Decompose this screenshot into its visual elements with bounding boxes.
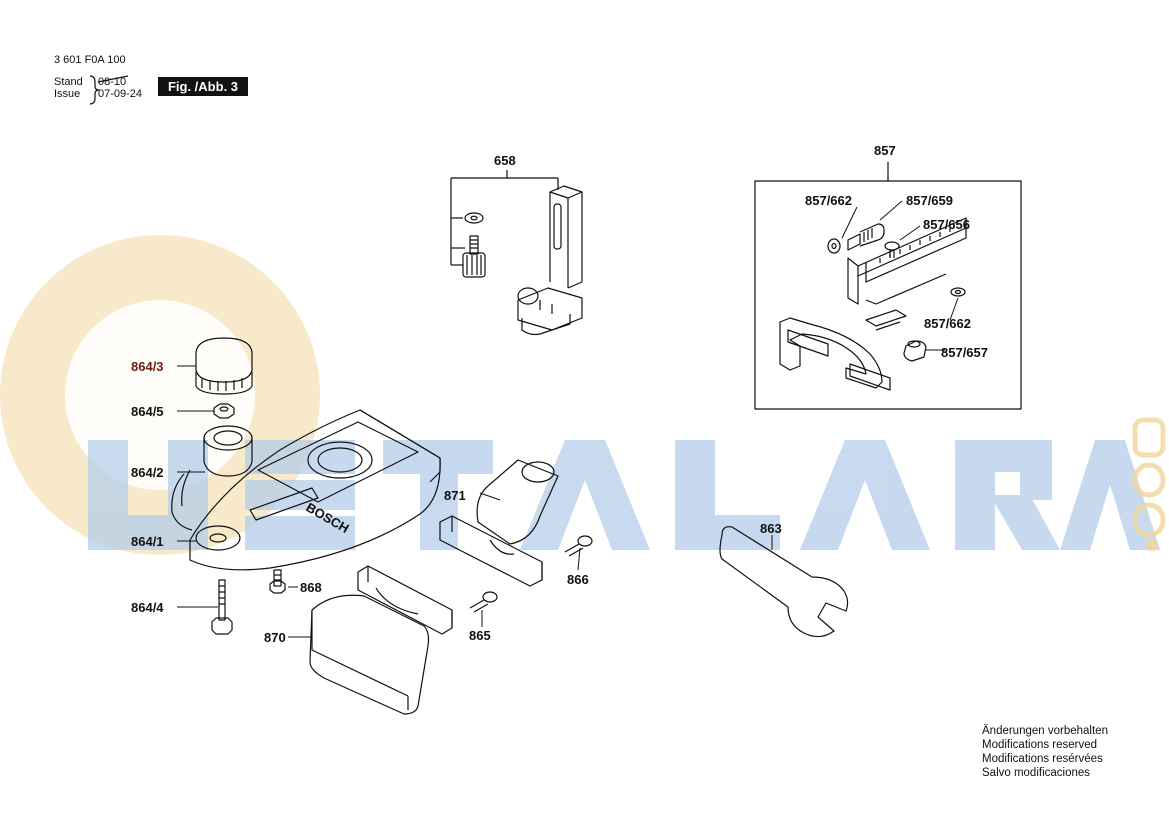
leader-lines	[177, 200, 959, 638]
part-658-bracket	[450, 170, 559, 266]
part-863-wrench	[719, 526, 849, 638]
part-label-864-4: 864/4	[131, 600, 164, 615]
part-866-screw	[564, 535, 593, 557]
part-857-angle-guide	[847, 217, 967, 305]
part-label-870: 870	[264, 630, 286, 645]
watermark-text-shape	[88, 440, 1160, 550]
part-868-screw	[269, 569, 286, 594]
part-label-857-662-a: 857/662	[805, 193, 852, 208]
part-label-863: 863	[760, 521, 782, 536]
part-864-2-collar	[171, 425, 253, 531]
part-label-864-5: 864/5	[131, 404, 164, 419]
figure-label: Fig. /Abb. 3	[158, 77, 248, 96]
part-864-4-bolt	[211, 579, 233, 635]
part-label-864-2: 864/2	[131, 465, 164, 480]
part-label-857-656: 857/656	[923, 217, 970, 232]
part-label-868: 868	[300, 580, 322, 595]
part-864-1-base-plate	[189, 409, 441, 571]
issue-value: 07-09-24	[98, 88, 143, 100]
part-864-5-nut	[213, 403, 235, 419]
part-857-pin	[884, 241, 900, 258]
part-658-washer	[464, 212, 484, 224]
part-label-857-657: 857/657	[941, 345, 988, 360]
part-658-guide	[517, 185, 583, 336]
strikethrough-line	[97, 75, 129, 83]
part-857-clamp	[903, 340, 927, 362]
part-865-screw	[469, 591, 498, 613]
part-658-screw	[462, 235, 486, 278]
part-label-865: 865	[469, 628, 491, 643]
note-spanish: Salvo modificaciones	[982, 767, 1091, 779]
part-label-871: 871	[444, 488, 466, 503]
note-german: Änderungen vorbehalten	[982, 725, 1108, 737]
watermark-dotcom	[1132, 417, 1166, 551]
part-857-base-plate	[779, 309, 907, 391]
part-label-864-3: 864/3	[131, 359, 164, 374]
part-857-box	[754, 180, 1022, 410]
stand-label: Stand	[54, 76, 83, 88]
part-label-864-1: 864/1	[131, 534, 164, 549]
stand-value: 08-10	[98, 76, 127, 88]
part-864-3-knob	[195, 337, 253, 395]
part-857-knob-screw	[847, 223, 885, 251]
part-label-866: 866	[567, 572, 589, 587]
part-871-nozzle	[439, 459, 559, 587]
part-label-857-662-b: 857/662	[924, 316, 971, 331]
part-label-658: 658	[494, 153, 516, 168]
part-870-hood	[309, 565, 453, 715]
header-brace	[89, 75, 100, 105]
note-english: Modifications reserved	[982, 739, 1098, 751]
part-857-washer	[827, 238, 841, 254]
part-857-small-washer	[950, 287, 966, 297]
note-french: Modifications resérvées	[982, 753, 1103, 765]
part-label-857: 857	[874, 143, 896, 158]
part-label-857-659: 857/659	[906, 193, 953, 208]
issue-label: Issue	[54, 88, 81, 100]
doc-number: 3 601 F0A 100	[54, 54, 126, 66]
